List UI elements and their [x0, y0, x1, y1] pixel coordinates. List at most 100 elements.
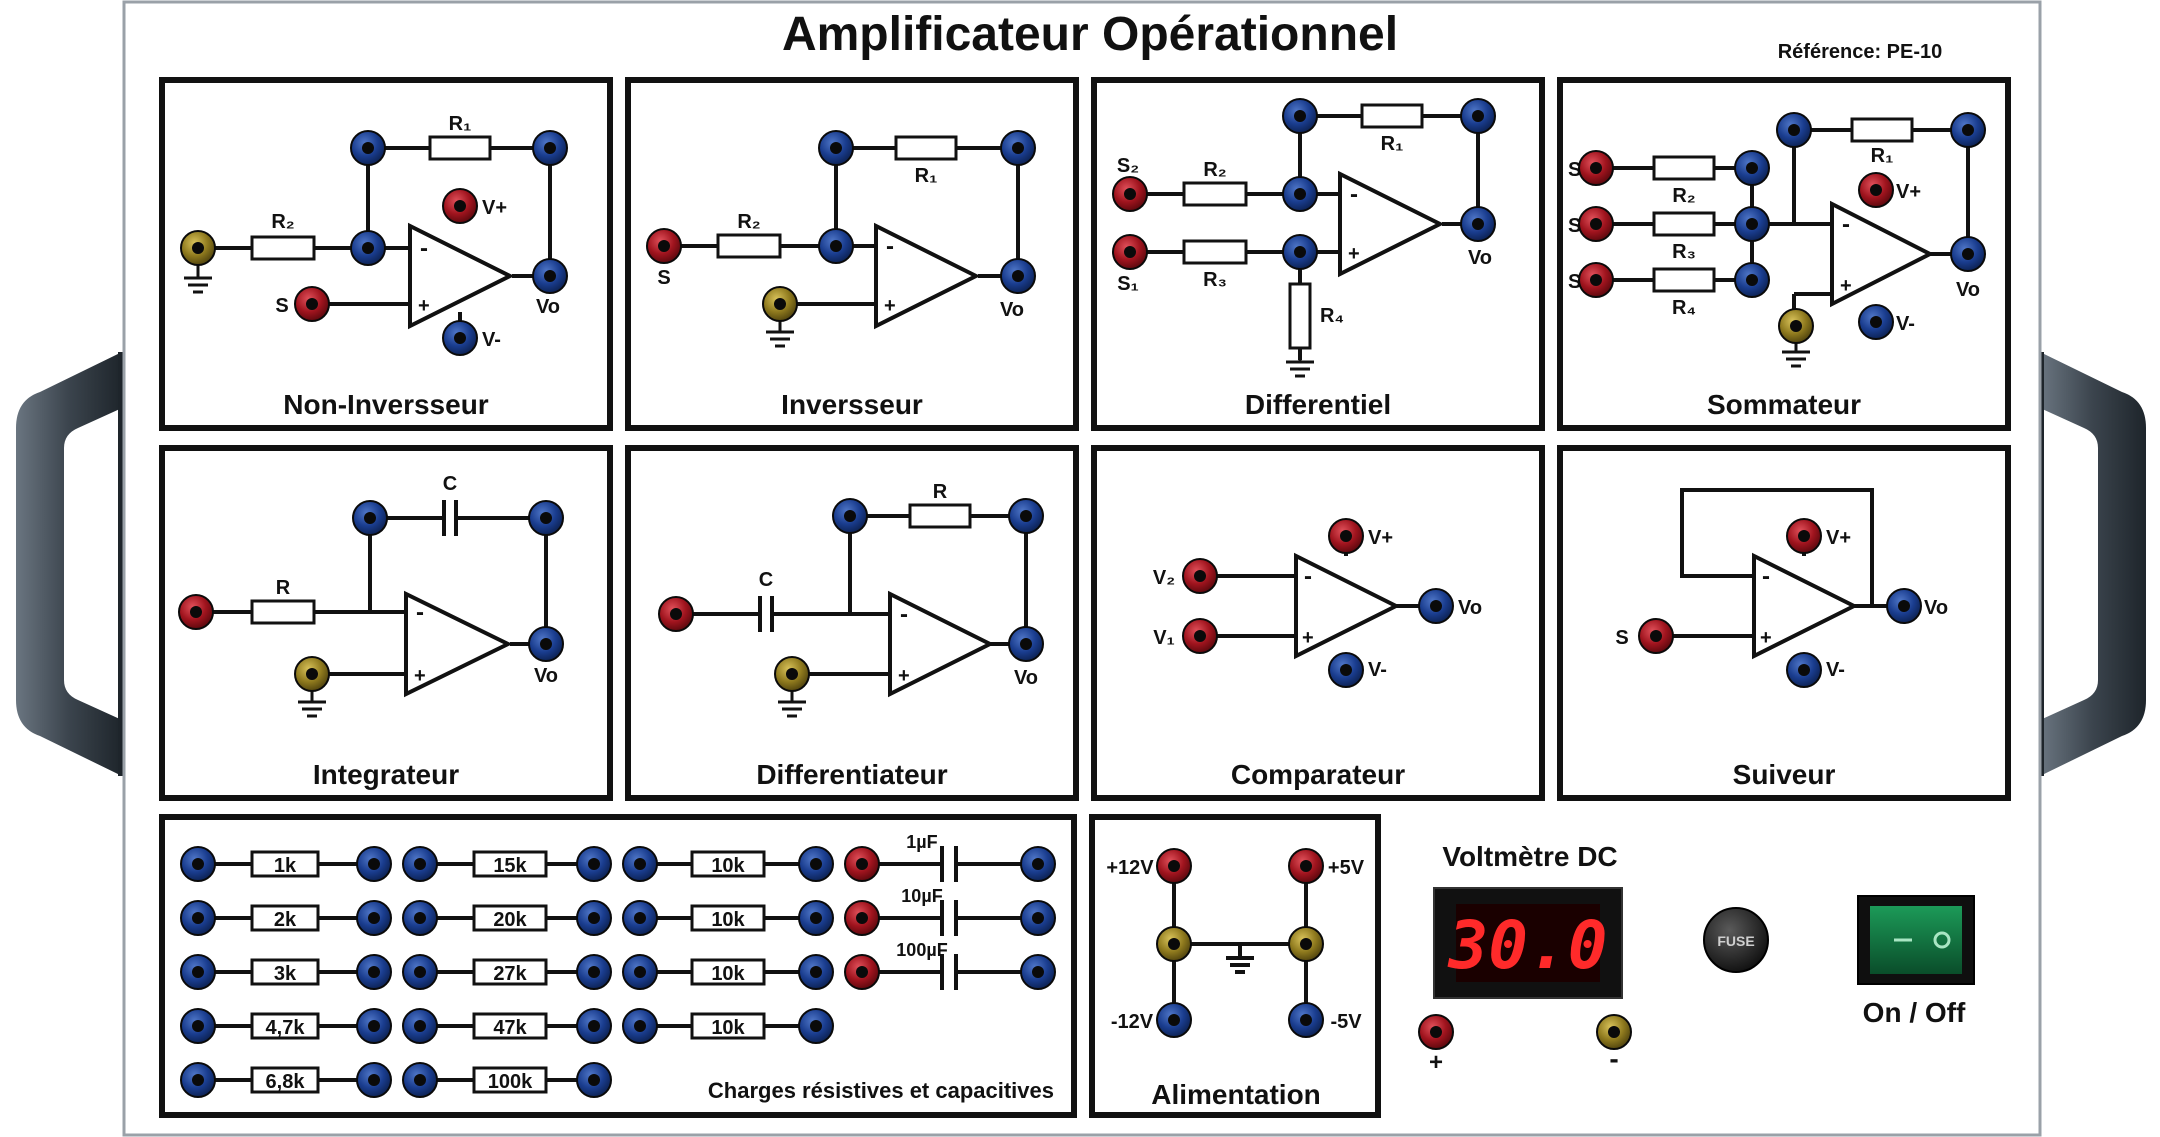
jack-hole	[1962, 248, 1974, 260]
s-label: S	[275, 295, 288, 317]
charge-col1-4-resistor	[250, 1066, 320, 1094]
jack-hole	[1300, 938, 1312, 950]
op-plus-label: +	[418, 295, 430, 317]
vo-label: Vo	[1000, 299, 1024, 321]
r1-label: R₁	[1381, 133, 1404, 155]
charge-col3-3-resistor	[690, 1012, 766, 1040]
jack-hole	[1590, 274, 1602, 286]
jack-hole	[1012, 270, 1024, 282]
charge-col3-1-resistor	[690, 904, 766, 932]
jack-hole	[670, 608, 682, 620]
jack-hole	[1870, 184, 1882, 196]
alimentation-title: Alimentation	[1151, 1079, 1321, 1110]
jack-hole	[190, 606, 202, 618]
charge-col1-2-label: 3k	[274, 963, 297, 985]
right-handle	[2034, 352, 2146, 776]
jack-hole	[588, 966, 600, 978]
op-minus-label: -	[420, 235, 428, 262]
jack-hole	[544, 142, 556, 154]
r-label: R	[276, 577, 291, 599]
charges-group: 1k2k3k4,7k6,8k15k20k27k47k100k10k10k10k1…	[180, 832, 1056, 1098]
charge-cap-1-capacitor	[862, 900, 1038, 936]
jack-hole	[1608, 1026, 1620, 1038]
charge-col3-0-resistor	[690, 850, 766, 878]
jack-hole	[1746, 218, 1758, 230]
op-minus-label: -	[1762, 563, 1770, 590]
charge-col2-1-label: 20k	[493, 909, 527, 931]
power-switch[interactable]	[1870, 906, 1962, 974]
module-differentiateur	[625, 445, 1079, 801]
jack-hole	[1746, 274, 1758, 286]
jack-hole	[1798, 530, 1810, 542]
charge-col3-1-label: 10k	[711, 909, 745, 931]
jack-hole	[634, 1020, 646, 1032]
terminals-comparateur	[1182, 518, 1454, 688]
jack-hole	[1472, 218, 1484, 230]
jack-hole	[192, 1074, 204, 1086]
jack-hole	[1124, 246, 1136, 258]
op-minus-label: -	[886, 233, 894, 260]
vo-label: Vo	[1924, 597, 1948, 619]
p12-label: +12V	[1106, 857, 1154, 879]
module-title-suiveur: Suiveur	[1733, 759, 1836, 790]
jack-hole	[454, 200, 466, 212]
jack-hole	[368, 1074, 380, 1086]
jack-hole	[1472, 110, 1484, 122]
charge-col2-0-label: 15k	[493, 855, 527, 877]
vminus-label: V-	[1826, 659, 1845, 681]
module-suiveur	[1557, 445, 2011, 801]
fuse-holder[interactable]	[1703, 907, 1769, 973]
module-title-non-inverseur: Non-Inversseur	[283, 389, 488, 420]
jack-hole	[1032, 858, 1044, 870]
charge-col3-2-label: 10k	[711, 963, 745, 985]
terminals-alimentation	[1156, 848, 1324, 1038]
vminus-label: V-	[482, 329, 501, 351]
vplus-label: V+	[1896, 181, 1921, 203]
jack-hole	[1020, 638, 1032, 650]
op-plus-label: +	[414, 665, 426, 687]
jack-hole	[540, 512, 552, 524]
terminals-non-inverseur	[180, 130, 568, 356]
op-plus-label: +	[884, 295, 896, 317]
jack-hole	[192, 966, 204, 978]
c-label: C	[443, 473, 457, 495]
jack-hole	[1032, 912, 1044, 924]
jack-hole	[1020, 510, 1032, 522]
jack-hole	[774, 298, 786, 310]
jack-hole	[634, 858, 646, 870]
r3-label: R₃	[1203, 269, 1227, 291]
jack-hole	[1194, 570, 1206, 582]
charge-col1-2-resistor	[250, 958, 320, 986]
jack-hole	[362, 142, 374, 154]
op-minus-label: -	[900, 601, 908, 628]
jack-hole	[1168, 860, 1180, 872]
vo-label: Vo	[536, 296, 560, 318]
charge-col2-3-resistor	[472, 1012, 548, 1040]
jack-hole	[830, 240, 842, 252]
charge-col2-2-resistor	[472, 958, 548, 986]
jack-hole	[588, 1074, 600, 1086]
vo-label: Vo	[1014, 667, 1038, 689]
jack-hole	[1294, 246, 1306, 258]
charge-col2-4-label: 100k	[488, 1071, 533, 1093]
voltmeter-reading: 30.0	[1448, 907, 1608, 984]
jack-hole	[368, 912, 380, 924]
charge-cap-2-capacitor	[862, 954, 1038, 990]
op-plus-label: +	[1302, 627, 1314, 649]
m12-label: -12V	[1111, 1011, 1154, 1033]
r2-label: R₂	[1672, 185, 1695, 207]
terminals-integrateur	[178, 500, 564, 692]
charge-col1-1-resistor	[250, 904, 320, 932]
jack-hole	[1300, 860, 1312, 872]
terminals-sommateur	[1578, 112, 1986, 344]
r4-label: R₄	[1320, 305, 1344, 327]
op-minus-label: -	[416, 599, 424, 626]
r2-label: R₂	[271, 211, 294, 233]
jack-hole	[368, 858, 380, 870]
m5-label: -5V	[1330, 1011, 1362, 1033]
jack-hole	[1294, 110, 1306, 122]
charge-cap-1-label: 10µF	[901, 886, 942, 906]
op-minus-label: -	[1842, 211, 1850, 238]
charge-col3-0-label: 10k	[711, 855, 745, 877]
terminals-suiveur	[1638, 518, 1922, 688]
